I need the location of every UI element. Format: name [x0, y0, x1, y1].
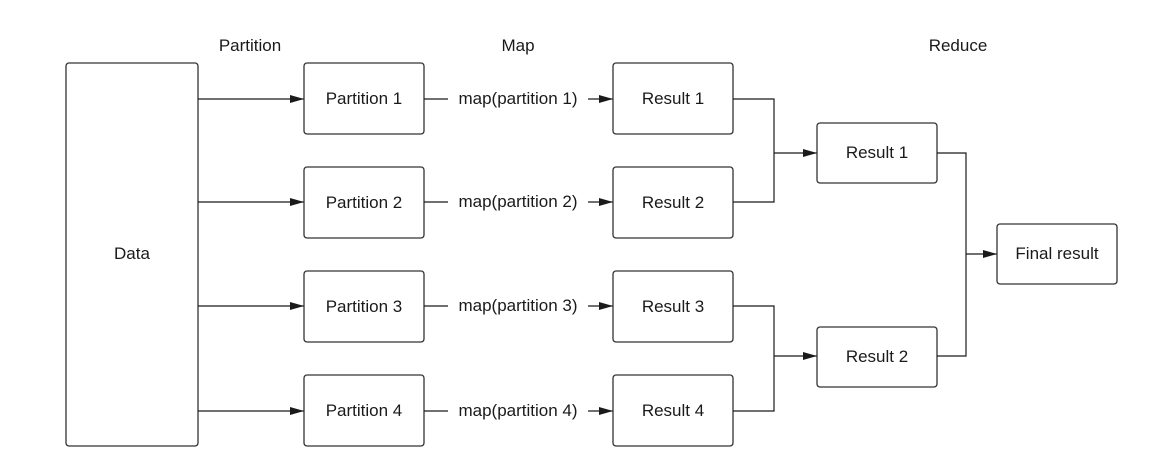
map-call-label-4: map(partition 4)	[458, 401, 577, 420]
map-call-label-3: map(partition 3)	[458, 296, 577, 315]
map-result-label-2: Result 2	[642, 193, 704, 212]
final-result-box	[996, 223, 1118, 285]
data-box	[65, 62, 199, 447]
map-result-label-3: Result 3	[642, 297, 704, 316]
partition-label-3: Partition 3	[326, 297, 403, 316]
reduce-result-box-2	[816, 326, 938, 388]
connector-result-1-to-reduce-1	[733, 98, 775, 203]
reduce-result-label-1: Result 1	[846, 143, 908, 162]
stage-heading-partition: Partition	[219, 36, 281, 55]
map-call-label-2: map(partition 2)	[458, 192, 577, 211]
map-result-label-1: Result 1	[642, 89, 704, 108]
map-call-label-1: map(partition 1)	[458, 89, 577, 108]
reduce-result-label-2: Result 2	[846, 347, 908, 366]
connector-reduce-to-final	[937, 152, 967, 357]
map-result-label-4: Result 4	[642, 401, 704, 420]
partition-label-4: Partition 4	[326, 401, 403, 420]
partition-label-2: Partition 2	[326, 193, 403, 212]
stage-heading-reduce: Reduce	[929, 36, 988, 55]
partition-label-1: Partition 1	[326, 89, 403, 108]
data-box-label: Data	[114, 244, 150, 263]
final-result-label: Final result	[1015, 244, 1098, 263]
connector-result-3-to-reduce-2	[733, 305, 775, 412]
stage-heading-map: Map	[501, 36, 534, 55]
